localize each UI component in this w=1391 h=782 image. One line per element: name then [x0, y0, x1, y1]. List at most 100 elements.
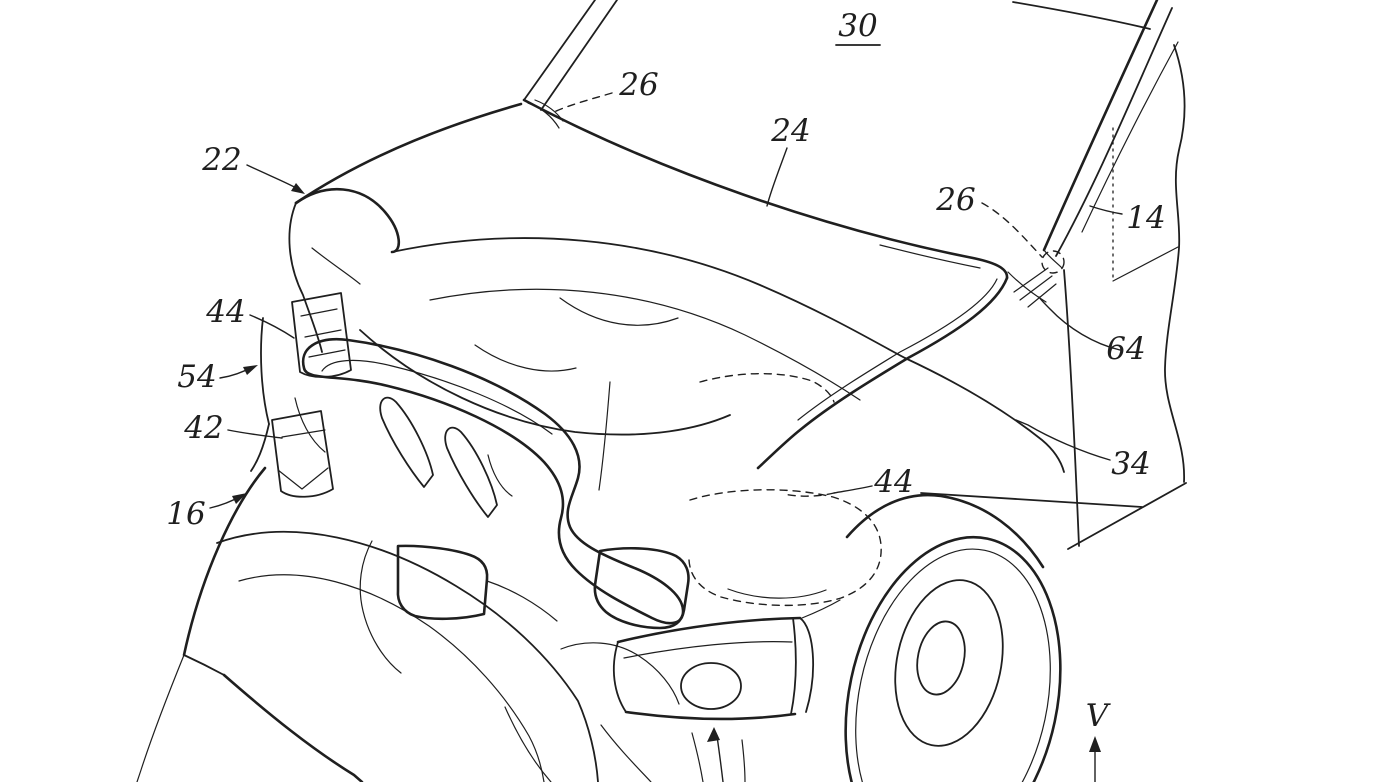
ref-numeral-44-left: 44 [205, 294, 245, 330]
cutoff-leader-shaft [716, 735, 724, 782]
fender-top-diagonal [920, 492, 1143, 508]
ref-numeral-64: 64 [1106, 331, 1145, 367]
airbag-flap-upper-edge [182, 466, 267, 657]
direction-marker-v: V [1086, 698, 1112, 734]
ref-numeral-30: 30 [838, 8, 877, 44]
wheel-hub [916, 620, 966, 696]
hood [288, 102, 1009, 491]
grille-tube-inner-line [321, 359, 553, 435]
hood-bulge-outline [294, 187, 400, 254]
hood-vertical-crease [598, 381, 611, 491]
ref-numeral-42: 42 [183, 410, 223, 446]
pillar-base-gusset-1 [1013, 267, 1049, 293]
grille-hook-arc-2 [487, 454, 513, 497]
airbag [136, 466, 690, 782]
left-a-pillar-outer-line [523, 0, 596, 101]
tire-outer [844, 535, 1062, 782]
vent-slat-2 [304, 329, 342, 338]
pillar-base-gusset-3 [1027, 283, 1057, 308]
leader-26-right [981, 202, 1043, 258]
ref-numeral-44-right: 44 [873, 464, 913, 500]
airbag-bottom-edge [222, 673, 364, 782]
bumper-top-edge [616, 616, 802, 644]
hood-crumple-arc-2 [474, 344, 577, 372]
hood-left-edge [294, 102, 523, 205]
leader-64 [1038, 296, 1121, 351]
reference-numerals: 30 26 24 22 14 26 64 44 54 42 16 44 34 V [166, 8, 1165, 734]
headlight-pocket-inner-line [727, 588, 827, 599]
leader-26-left [551, 92, 613, 114]
bumper-leg-2 [741, 739, 746, 782]
right-cowl-sensor-circle [1041, 250, 1065, 274]
left-body-edge-low [250, 423, 270, 472]
vent-slat-1 [300, 308, 338, 317]
bumper-inner-top-line [623, 641, 793, 659]
ref-numeral-22: 22 [201, 142, 241, 178]
right-a-pillar-right-edge [1055, 7, 1173, 257]
door-front-edge [1063, 269, 1080, 547]
windshield-base-line [522, 98, 1009, 280]
pillar-base-foot [1007, 271, 1047, 303]
hood-right-edge-inner [797, 278, 998, 421]
leader-54-arrowhead [243, 365, 258, 375]
ref-numeral-14: 14 [1126, 200, 1165, 236]
ref-numeral-16: 16 [166, 496, 205, 532]
leader-44-right [833, 485, 873, 494]
leader-22 [246, 164, 301, 191]
pillar-to-door-joint [1043, 249, 1063, 269]
airbag-flap-tail [136, 654, 185, 782]
grille-tube [294, 337, 685, 625]
leader-24 [766, 147, 788, 207]
bumper-bottom-edge [624, 710, 797, 721]
fog-lamp [680, 662, 742, 710]
tire-inner-edge [855, 548, 1051, 782]
leader-22-arrowhead [291, 183, 305, 194]
left-body-edge-mid [260, 317, 270, 425]
reference-leaders [209, 92, 1123, 782]
right-a-pillar-glass-line [1081, 41, 1179, 233]
hood-front-crumple-edge [359, 329, 731, 436]
v-arrowhead [1089, 736, 1101, 752]
ref-numeral-26-right: 26 [935, 182, 975, 218]
hood-lower-crease [429, 288, 861, 401]
front-left-panels [250, 292, 352, 498]
hood-airbag-boundary-dashed [699, 372, 835, 403]
hood-crumple-arc-1 [559, 297, 679, 326]
body-side-right [904, 44, 1187, 550]
airbag-flap-underside [183, 654, 225, 676]
bumper-right-inner-line [790, 617, 797, 715]
hood-right-edge [756, 276, 1009, 470]
vent-slat-3 [308, 349, 346, 358]
airbag-top-lobe-curve [216, 530, 599, 782]
leader-16-arrowhead [232, 493, 247, 504]
windshield-and-pillars [522, 0, 1179, 308]
pillar-base-gusset-2 [1019, 275, 1053, 301]
bumper-leg-1 [691, 732, 704, 782]
airbag-patch-left-curve [359, 540, 402, 674]
bumper-right-cap [799, 617, 814, 713]
ref-numeral-26-left: 26 [618, 67, 658, 103]
garnish-line [281, 429, 326, 438]
bumper-left-end [612, 641, 627, 713]
airbag-end-pad [593, 546, 690, 630]
grille-tube-outline [301, 337, 685, 625]
hood-center-crease [391, 237, 906, 359]
rocker-line [1067, 482, 1187, 550]
vent-panel-outline [291, 292, 352, 378]
headlight-pocket [688, 489, 882, 619]
body-break-wavy-edge [1164, 44, 1186, 483]
airbag-lower-lobe-2 [600, 724, 652, 782]
leader-42 [227, 429, 283, 439]
bumper [612, 616, 814, 782]
wheel-arch [845, 493, 1045, 569]
grille-hook-1 [379, 396, 434, 488]
grille-hook-arc-1 [294, 397, 326, 453]
left-a-pillar-inner-line [540, 0, 618, 111]
grille-hook-2 [444, 426, 498, 518]
ref-numeral-24: 24 [770, 113, 810, 149]
ref-numeral-54: 54 [177, 359, 216, 395]
airbag-patch-plate [396, 544, 489, 621]
cutoff-leader-arrowhead [707, 727, 720, 742]
garnish-zigzag [277, 467, 329, 490]
